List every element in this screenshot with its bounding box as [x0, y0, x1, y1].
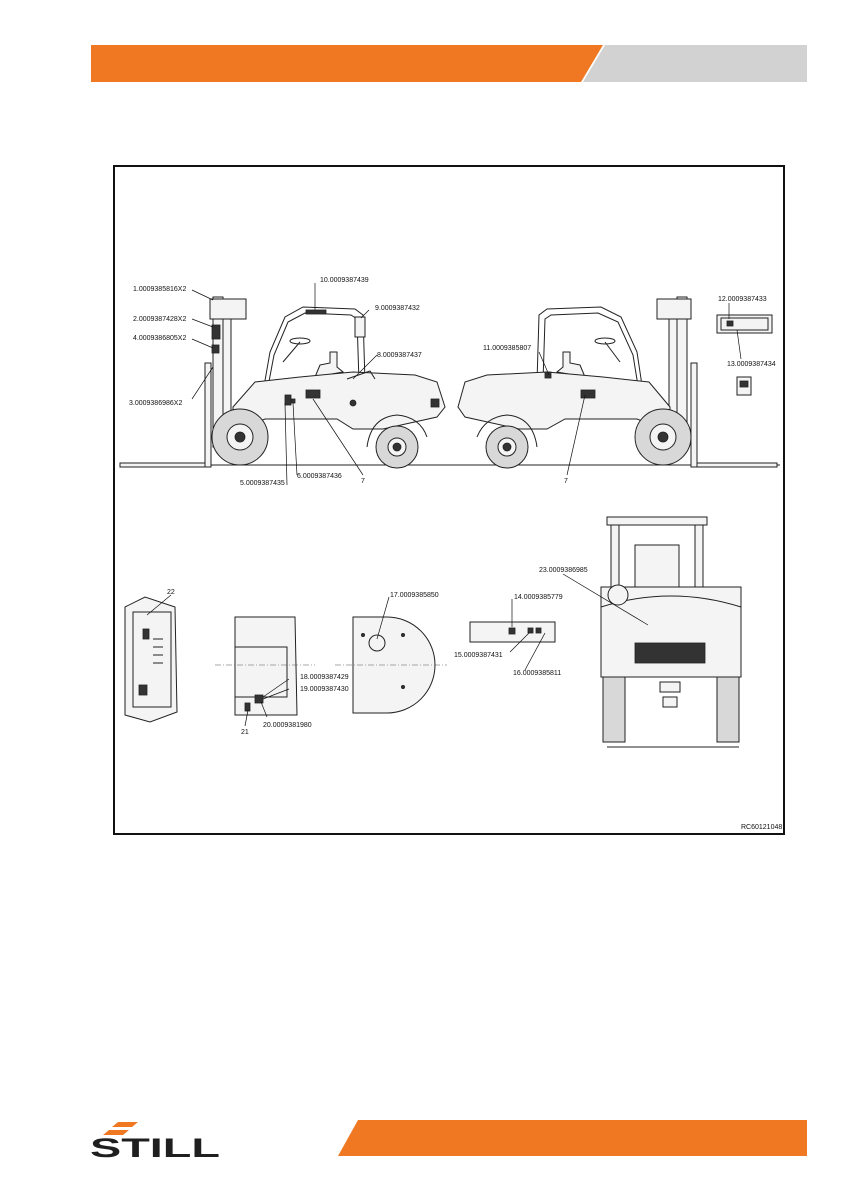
- leader-lines: [146, 283, 742, 727]
- panel-part-22: [124, 596, 178, 723]
- label-23: 23.0009386985: [539, 567, 588, 574]
- label-4: 4.0009386805X2: [133, 335, 186, 342]
- callout-labels: 1.0009385816X2 2.0009387428X2 4.00093868…: [129, 277, 782, 831]
- header-orange-segment: [91, 45, 603, 82]
- truck-right-side-view: [455, 296, 780, 469]
- label-9: 9.0009387432: [375, 305, 420, 312]
- label-1: 1.0009385816X2: [133, 286, 186, 293]
- label-7-left: 7: [361, 478, 365, 485]
- forklift-decal-drawing: 1.0009385816X2 2.0009387428X2 4.00093868…: [119, 277, 782, 831]
- still-logo: STILL: [90, 1122, 220, 1160]
- decal-location-diagram: 1.0009385816X2 2.0009387428X2 4.00093868…: [113, 165, 785, 835]
- label-19: 19.0009387430: [300, 686, 349, 693]
- box-part-18-21: [215, 616, 315, 716]
- truck-left-side-view: [119, 296, 495, 469]
- label-6: 6.0009387436: [297, 473, 342, 480]
- logo-text: STILL: [90, 1133, 220, 1160]
- label-11: 11.0009385807: [483, 345, 531, 352]
- truck-rear-view: [600, 516, 742, 748]
- label-18: 18.0009387429: [300, 674, 349, 681]
- label-7-right: 7: [564, 478, 568, 485]
- label-10: 10.0009387439: [320, 277, 369, 284]
- battery-part-14-16: [469, 621, 556, 643]
- label-14: 14.0009385779: [514, 594, 563, 601]
- label-16: 16.0009385811: [513, 670, 561, 677]
- label-2: 2.0009387428X2: [133, 316, 186, 323]
- label-3: 3.0009386986X2: [129, 400, 182, 407]
- footer-band: [338, 1120, 807, 1156]
- label-20: 20.0009381980: [263, 722, 312, 729]
- overhead-light-inset: [716, 314, 773, 396]
- label-17: 17.0009385850: [390, 592, 439, 599]
- label-8: 8.0009387437: [377, 352, 422, 359]
- label-15: 15.0009387431: [454, 652, 503, 659]
- label-12: 12.0009387433: [718, 296, 767, 303]
- label-22: 22: [167, 589, 175, 596]
- label-21: 21: [241, 729, 249, 736]
- counterweight-part-17: [335, 616, 447, 714]
- header-band: [91, 45, 807, 82]
- label-13: 13.0009387434: [727, 361, 776, 368]
- diagram-reference-code: RC60121048: [741, 824, 782, 831]
- still-stripes-logo-icon: [103, 1122, 138, 1135]
- header-grey-segment: [583, 45, 807, 82]
- label-5: 5.0009387435: [240, 480, 285, 487]
- footer-orange-segment: [338, 1120, 807, 1156]
